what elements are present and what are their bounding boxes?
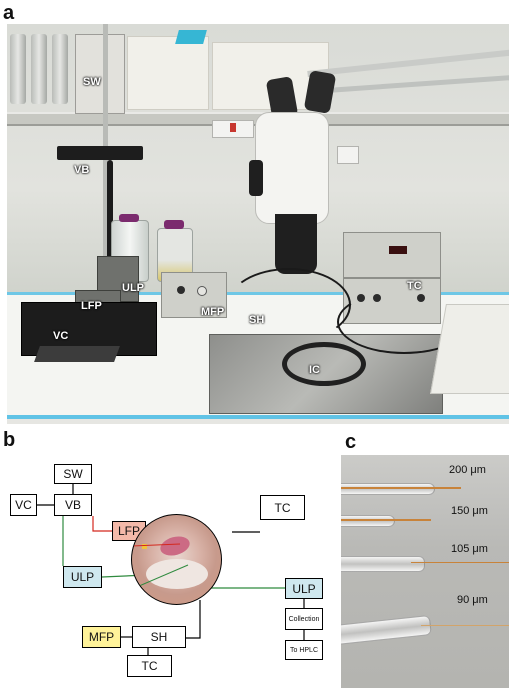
- capillary-105: [341, 556, 425, 572]
- box-tc-bottom: TC: [127, 655, 172, 677]
- knob: [357, 294, 365, 302]
- box-to-hplc: To HPLC: [285, 640, 323, 660]
- photo-label-sh: SH: [249, 314, 265, 326]
- syringe: [10, 34, 26, 104]
- box-vc: VC: [10, 494, 37, 516]
- box-mfp: MFP: [82, 626, 121, 648]
- electrode-marker: [142, 544, 147, 549]
- panel-letter-b: b: [3, 429, 16, 451]
- capillary-150: [341, 515, 395, 527]
- mfp-unit: [161, 272, 227, 318]
- box-sw: SW: [54, 464, 92, 484]
- box-ulp-right: ULP: [285, 578, 323, 599]
- focus-knob: [249, 160, 263, 196]
- box-tc-top: TC: [260, 495, 305, 520]
- capillary-label-105: 105 μm: [451, 543, 488, 555]
- shelf-box: [127, 36, 209, 110]
- photo-label-vb: VB: [74, 164, 90, 176]
- knob: [373, 294, 381, 302]
- fiber-150: [341, 519, 431, 521]
- photo-label-tc: TC: [407, 280, 422, 292]
- photo-label-lfp: LFP: [81, 300, 102, 312]
- tc-display: [389, 246, 407, 254]
- wall-outlet: [337, 146, 359, 164]
- box-vb: VB: [54, 494, 92, 516]
- bottle-cap: [164, 220, 184, 229]
- capillary-label-90: 90 μm: [457, 594, 488, 606]
- schematic-diagram: SW VB VC LFP ULP TC ULP Collection To HP…: [0, 450, 335, 693]
- syringe: [31, 34, 47, 104]
- knob: [197, 286, 207, 296]
- photo-label-ic: IC: [309, 364, 320, 376]
- photo-label-mfp: MFP: [201, 306, 225, 318]
- keypad: [34, 346, 120, 362]
- syringe-pump: [75, 34, 125, 114]
- box-sh: SH: [132, 626, 186, 648]
- skull: [146, 559, 208, 589]
- photo-label-sw: SW: [83, 76, 101, 88]
- blue-item: [175, 30, 207, 44]
- incubation-chamber: [282, 342, 366, 386]
- lab-setup-photo: SW VB ULP LFP VC MFP SH IC TC: [7, 24, 509, 424]
- cable: [227, 268, 351, 342]
- capillary-photo: 200 μm 150 μm 105 μm 90 μm: [341, 455, 509, 688]
- fiber-200: [341, 487, 461, 489]
- knob: [177, 286, 185, 294]
- outlet-switch: [230, 123, 236, 132]
- panel-letter-c: c: [345, 431, 357, 453]
- probe-lines: [132, 543, 189, 590]
- capillary-90: [341, 615, 432, 645]
- microscope-objective: [275, 214, 317, 274]
- fiber-105: [411, 562, 509, 563]
- syringe: [52, 34, 68, 104]
- line-brain-sh: [186, 600, 201, 639]
- panel-letter-a: a: [3, 2, 15, 24]
- valve-bar: [57, 146, 143, 160]
- knob: [417, 294, 425, 302]
- box-collection: Collection: [285, 608, 323, 630]
- fiber-90: [421, 625, 509, 626]
- photo-label-vc: VC: [53, 330, 69, 342]
- tubing: [107, 160, 113, 300]
- capillary-label-150: 150 μm: [451, 505, 488, 517]
- tc-controller-upper: [343, 232, 441, 278]
- capillary-label-200: 200 μm: [449, 464, 486, 476]
- capillary-200: [341, 483, 435, 495]
- line-vb-lfp: [92, 516, 112, 532]
- box-ulp-left: ULP: [63, 566, 102, 588]
- bottle-cap: [119, 214, 139, 222]
- mouse-brain-image: [131, 514, 222, 605]
- photo-label-ulp: ULP: [122, 282, 144, 294]
- stereo-microscope: [255, 112, 329, 224]
